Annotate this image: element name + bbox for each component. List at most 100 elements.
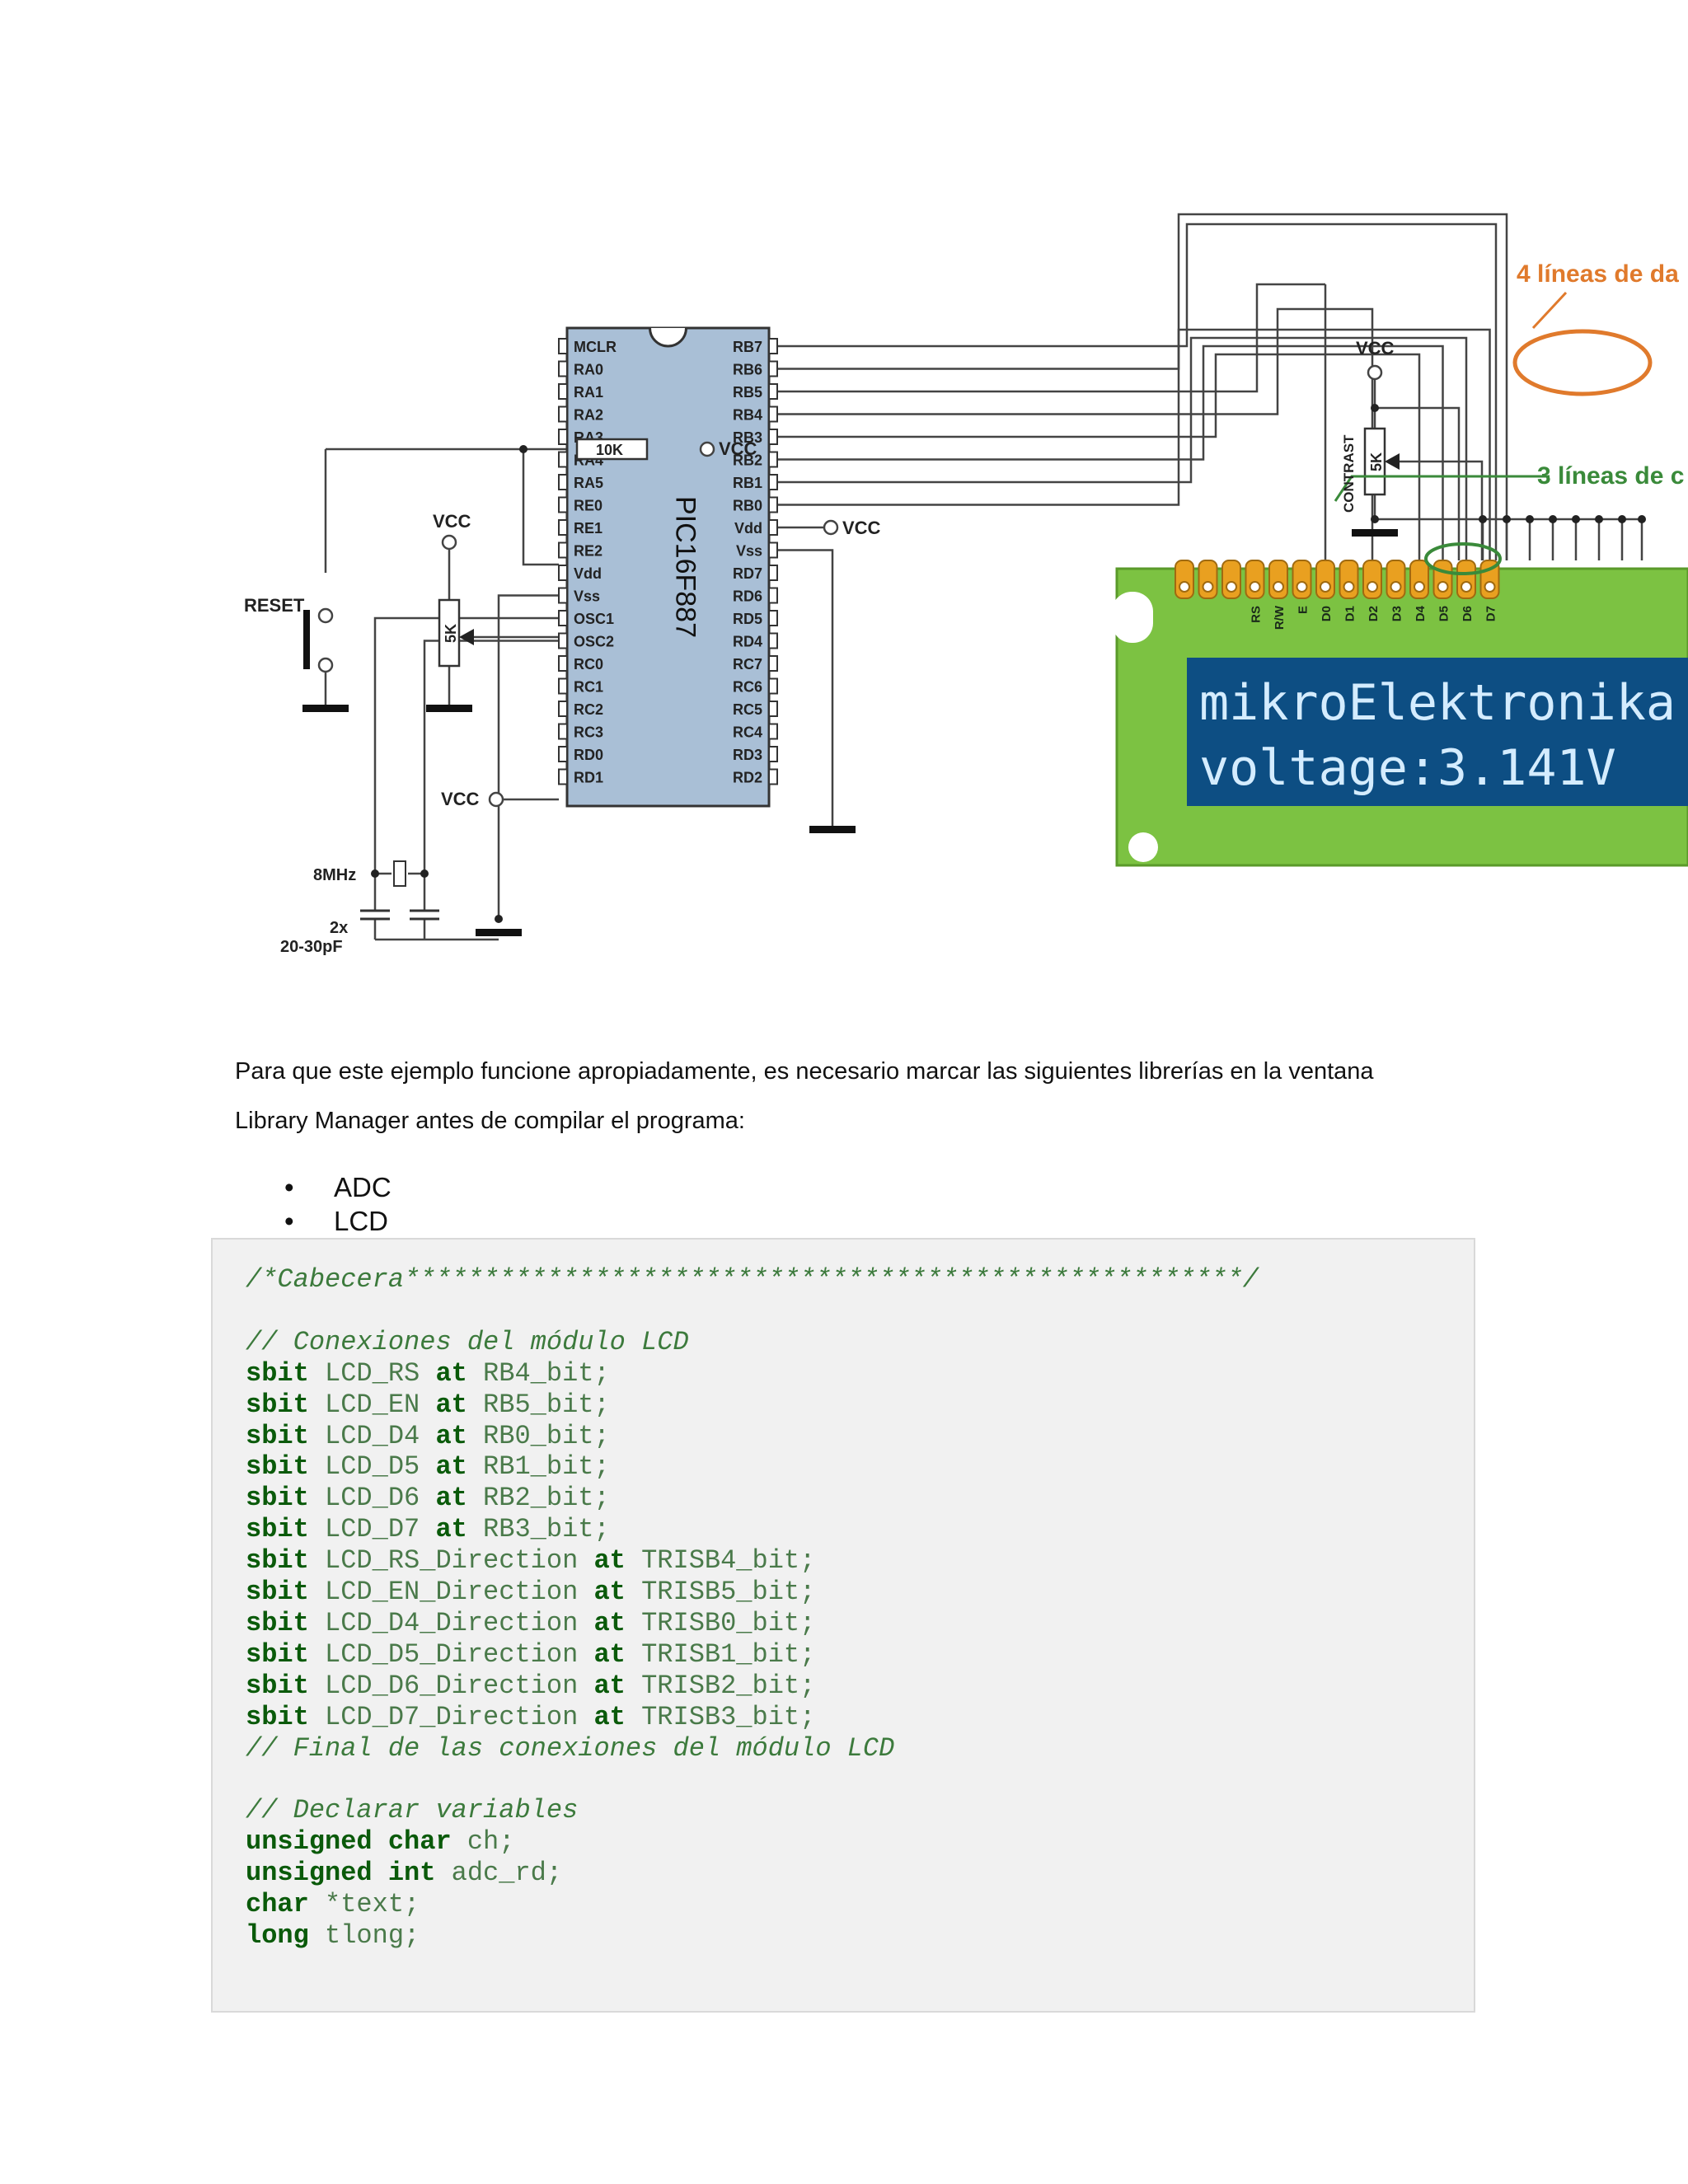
code-token: LCD_RS (308, 1357, 436, 1389)
wires (324, 213, 1643, 941)
chip-pin (558, 519, 568, 536)
ground-symbol (476, 929, 522, 936)
chip-pin (558, 451, 568, 468)
chip-pin (768, 677, 778, 695)
code-token: long (246, 1920, 309, 1952)
instruction-paragraph-1: Para que este ejemplo funcione apropiada… (235, 1058, 1374, 1085)
chip-pin (558, 768, 568, 785)
reset-label: RESET (244, 595, 305, 616)
lcd-pin-label: D2 (1367, 606, 1381, 621)
code-token: RB3_bit; (467, 1514, 610, 1545)
junction-dot (519, 445, 528, 453)
wiper-arrow (459, 629, 474, 645)
code-line: sbit LCD_D7_Direction at TRISB3_bit; (246, 1702, 1259, 1733)
code-token: RB4_bit; (467, 1357, 610, 1389)
control-lines-label: 3 líneas de c (1537, 462, 1684, 490)
chip-pin (558, 565, 568, 581)
lcd-pin-label: D6 (1461, 606, 1475, 621)
code-line: sbit LCD_D4 at RB0_bit; (246, 1421, 1259, 1452)
code-token: sbit (246, 1483, 309, 1514)
crystal (393, 860, 406, 887)
chip-pin (768, 565, 778, 581)
junction-dot (420, 869, 429, 878)
lcd-pin-label: D1 (1343, 606, 1357, 621)
vcc-label: VCC (842, 518, 881, 538)
terminal-ring (317, 657, 334, 673)
chip-pin (768, 655, 778, 672)
code-token: at (435, 1357, 467, 1389)
code-token: unsigned char (246, 1826, 452, 1858)
lcd-text-line-2: voltage:3.141V (1199, 739, 1616, 797)
code-token: sbit (246, 1577, 309, 1608)
code-token: TRISB5_bit; (625, 1577, 816, 1608)
pin-label: RB5 (733, 384, 762, 401)
lcd-pin-pad (1456, 560, 1476, 599)
chip-pin (558, 541, 568, 559)
code-token: RB2_bit; (467, 1483, 610, 1514)
lcd-pin-pad (1198, 560, 1218, 599)
code-token: at (593, 1638, 626, 1670)
code-line: sbit LCD_RS at RB4_bit; (246, 1358, 1259, 1390)
ground-symbol (426, 705, 472, 712)
pin-label: RB6 (733, 362, 762, 378)
junction-dot (1479, 515, 1487, 523)
code-line: sbit LCD_D6_Direction at TRISB2_bit; (246, 1671, 1259, 1702)
pin-label: RB4 (733, 407, 762, 424)
code-line: sbit LCD_D4_Direction at TRISB0_bit; (246, 1608, 1259, 1639)
chip-pin (558, 632, 568, 649)
junction-dot (371, 869, 379, 878)
lcd-pin-pad (1268, 560, 1288, 599)
wire (497, 594, 559, 919)
pot-label: 5K (1368, 452, 1385, 471)
code-token: sbit (246, 1545, 309, 1577)
lcd-pin-hole (1202, 581, 1214, 593)
code-line: // Conexiones del módulo LCD (246, 1327, 1259, 1358)
lcd-board-slot (1112, 592, 1153, 643)
lcd-pin-hole (1273, 581, 1284, 593)
lcd-pin-pad (1432, 560, 1453, 599)
library-name: LCD (334, 1206, 389, 1236)
pin-label: RC3 (574, 724, 603, 741)
chip-pin (768, 701, 778, 717)
code-line: sbit LCD_D5 at RB1_bit; (246, 1451, 1259, 1483)
control-lines-arrow (1334, 475, 1529, 502)
pin-label: RC0 (574, 656, 603, 673)
code-token: sbit (246, 1357, 309, 1389)
code-block: /*Cabecera******************************… (211, 1238, 1475, 2013)
lcd-pin-hole (1461, 581, 1472, 593)
lcd-pin-pad (1221, 560, 1241, 599)
bullet-icon: • (284, 1206, 294, 1236)
code-token: sbit (246, 1451, 309, 1483)
lcd-pin-hole (1484, 581, 1496, 593)
junction-dot (1503, 515, 1511, 523)
chip-pin (768, 587, 778, 604)
lcd-data-wire (777, 353, 1421, 560)
lcd-pin-label: RS (1250, 606, 1264, 623)
code-line (246, 1765, 1259, 1796)
chip-pin (558, 587, 568, 604)
code-line: sbit LCD_EN at RB5_bit; (246, 1390, 1259, 1421)
lcd-pin-hole (1390, 581, 1402, 593)
vcc-label: VCC (1356, 338, 1395, 359)
pin-label: RA1 (574, 384, 603, 401)
chip-pin (558, 723, 568, 740)
code-token: at (593, 1607, 626, 1638)
code-line: long tlong; (246, 1920, 1259, 1952)
code-token: // Declarar variables (246, 1795, 579, 1826)
terminal-ring (317, 607, 334, 624)
code-listing: /*Cabecera******************************… (246, 1264, 1259, 1952)
code-token: sbit (246, 1514, 309, 1545)
library-item: • LCD (284, 1204, 392, 1238)
schematic-svg: PIC16F887MCLRRA0RA1RA2RA3RA4RA5RE0RE1RE2… (244, 213, 1688, 956)
code-token: sbit (246, 1638, 309, 1670)
pin-label: RB1 (733, 475, 762, 491)
lcd-data-wire (777, 223, 1498, 560)
code-token: adc_rd; (435, 1858, 563, 1889)
pin-label: RE1 (574, 520, 603, 537)
code-token: TRISB2_bit; (625, 1670, 816, 1701)
chip-pin (558, 360, 568, 377)
code-token: LCD_D5 (308, 1451, 436, 1483)
code-token: at (593, 1670, 626, 1701)
lcd-data-wire (777, 336, 1468, 560)
